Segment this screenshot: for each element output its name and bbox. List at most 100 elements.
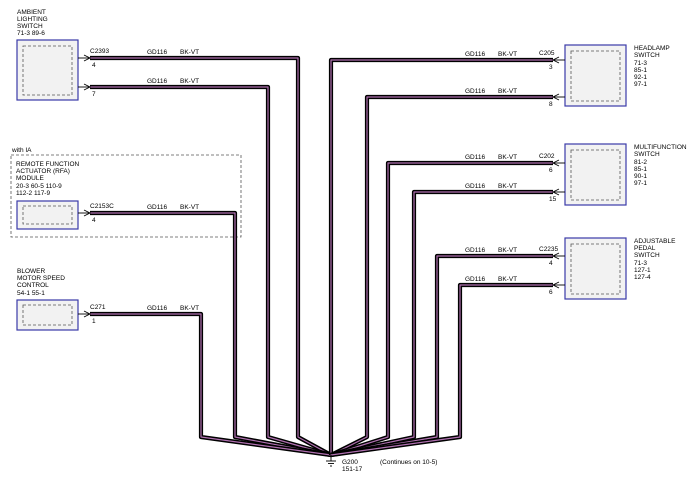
connector-label-c2393-4: C2393 (90, 48, 110, 55)
pin-label-c2153c-4: 4 (92, 217, 96, 224)
ground-name: G200 (342, 459, 358, 466)
svg-text:97-1: 97-1 (634, 81, 647, 88)
circuit-label-c2393-4: GD116 (147, 49, 167, 56)
svg-text:CONTROL: CONTROL (17, 282, 49, 289)
circuit-label-c2393-7: GD116 (147, 78, 167, 85)
pin-label-c2235-4: 4 (549, 260, 553, 267)
wire-inner-c205-3 (330, 59, 553, 455)
wire-color-label-c2235-6: BK-VT (498, 276, 517, 283)
connector-label-c205-3: C205 (539, 50, 555, 57)
wire-inner-c205-8 (330, 96, 553, 456)
wire-color-label-c271-1: BK-VT (180, 305, 199, 312)
ground-continues-note: (Continues on 10-5) (380, 459, 437, 466)
svg-text:PEDAL: PEDAL (634, 245, 656, 252)
svg-text:ACTUATOR (RFA): ACTUATOR (RFA) (16, 168, 70, 175)
svg-text:MODULE: MODULE (16, 175, 44, 182)
svg-text:REMOTE FUNCTION: REMOTE FUNCTION (16, 161, 79, 168)
wire-color-label-c205-8: BK-VT (498, 88, 517, 95)
with-ia-region (10, 154, 242, 238)
adjustable-pedal-switch-label: ADJUSTABLE PEDAL SWITCH 71-3 127-1 127-4 (634, 238, 676, 281)
wire-inner-c2393-7 (90, 86, 332, 456)
svg-text:90-1: 90-1 (634, 173, 647, 180)
wire-outer-c205-8 (330, 94, 553, 457)
wire-outer-c202-15 (330, 189, 553, 458)
wire-outer-c2153c-4 (90, 210, 332, 458)
wire-color-label-c2393-4: BK-VT (180, 49, 199, 56)
pin-label-c2393-7: 7 (92, 91, 96, 98)
wire-inner-c202-15 (330, 191, 553, 456)
remote-function-actuator-label: REMOTE FUNCTION ACTUATOR (RFA) MODULE 20… (16, 161, 79, 197)
circuit-label-c2235-4: GD116 (465, 247, 485, 254)
wire-inner-c2235-6 (330, 284, 553, 456)
svg-text:BLOWER: BLOWER (17, 268, 45, 275)
pin-label-c205-3: 3 (549, 64, 553, 71)
adjustable-pedal-switch (564, 237, 627, 300)
wire-inner-c2153c-4 (90, 212, 332, 456)
svg-text:AMBIENT: AMBIENT (17, 9, 46, 16)
ambient-lighting-switch-label: AMBIENT LIGHTING SWITCH 71-3 89-6 (17, 9, 48, 37)
ambient-lighting-switch (16, 39, 79, 101)
ground-g200: G200 151-17 (Continues on 10-5) (326, 455, 437, 473)
pin-label-c2393-4: 4 (92, 62, 96, 69)
connector-label-c2235-4: C2235 (539, 246, 559, 253)
svg-text:112-2 117-9: 112-2 117-9 (16, 190, 50, 197)
wire-c271-1: GD116 BK-VT C271 1 (78, 304, 332, 458)
svg-text:MULTIFUNCTION: MULTIFUNCTION (634, 144, 687, 151)
blower-motor-speed-control (16, 299, 79, 331)
wire-color-label-c202-15: BK-VT (498, 183, 517, 190)
wire-inner-c2393-4 (90, 57, 332, 456)
headlamp-switch (564, 44, 627, 107)
svg-text:127-4: 127-4 (634, 274, 651, 281)
svg-text:85-1: 85-1 (634, 166, 647, 173)
connector-label-c2153c-4: C2153C (90, 203, 114, 210)
svg-text:92-1: 92-1 (634, 74, 647, 81)
circuit-label-c202-6: GD116 (465, 154, 485, 161)
with-ia-label: with IA (11, 147, 32, 154)
wire-outer-c2393-4 (90, 55, 333, 457)
wire-inner-c271-1 (90, 313, 332, 456)
connector-label-c271-1: C271 (90, 304, 106, 311)
wire-inner-c202-6 (330, 162, 553, 456)
pin-label-c271-1: 1 (92, 318, 96, 325)
svg-text:85-1: 85-1 (634, 67, 647, 74)
svg-text:ADJUSTABLE: ADJUSTABLE (634, 238, 676, 245)
svg-text:SWITCH: SWITCH (634, 252, 660, 259)
wire-color-label-c202-6: BK-VT (498, 154, 517, 161)
multifunction-switch (564, 143, 627, 206)
wire-color-label-c205-3: BK-VT (498, 51, 517, 58)
wire-outer-c2235-6 (330, 282, 553, 458)
wire-color-label-c2153c-4: BK-VT (180, 204, 199, 211)
svg-text:SWITCH: SWITCH (634, 151, 660, 158)
circuit-label-c202-15: GD116 (465, 183, 485, 190)
pin-label-c202-15: 15 (549, 196, 557, 203)
svg-text:71-3: 71-3 (634, 260, 647, 267)
svg-text:SWITCH: SWITCH (17, 23, 43, 30)
svg-text:MOTOR SPEED: MOTOR SPEED (17, 275, 65, 282)
wire-c2153c-4: GD116 BK-VT C2153C 4 (78, 203, 332, 458)
headlamp-switch-label: HEADLAMP SWITCH 71-3 85-1 92-1 97-1 (634, 45, 670, 88)
svg-text:LIGHTING: LIGHTING (17, 16, 48, 23)
svg-text:81-2: 81-2 (634, 159, 647, 166)
svg-text:71-3: 71-3 (634, 60, 647, 67)
wire-color-label-c2235-4: BK-VT (498, 247, 517, 254)
ground-ref: 151-17 (342, 466, 363, 473)
connector-label-c202-6: C202 (539, 153, 555, 160)
pin-label-c2235-6: 6 (549, 289, 553, 296)
svg-text:54-1 55-1: 54-1 55-1 (17, 290, 45, 297)
circuit-label-c205-3: GD116 (465, 51, 485, 58)
circuit-label-c271-1: GD116 (147, 305, 167, 312)
svg-text:97-1: 97-1 (634, 180, 647, 187)
pin-label-c202-6: 6 (549, 167, 553, 174)
wire-color-label-c2393-7: BK-VT (180, 78, 199, 85)
svg-text:71-3 89-6: 71-3 89-6 (17, 30, 45, 37)
blower-motor-speed-control-label: BLOWER MOTOR SPEED CONTROL 54-1 55-1 (17, 268, 65, 297)
wire-outer-c2393-7 (90, 84, 332, 458)
multifunction-switch-label: MULTIFUNCTION SWITCH 81-2 85-1 90-1 97-1 (634, 144, 687, 187)
wire-outer-c271-1 (90, 311, 332, 458)
